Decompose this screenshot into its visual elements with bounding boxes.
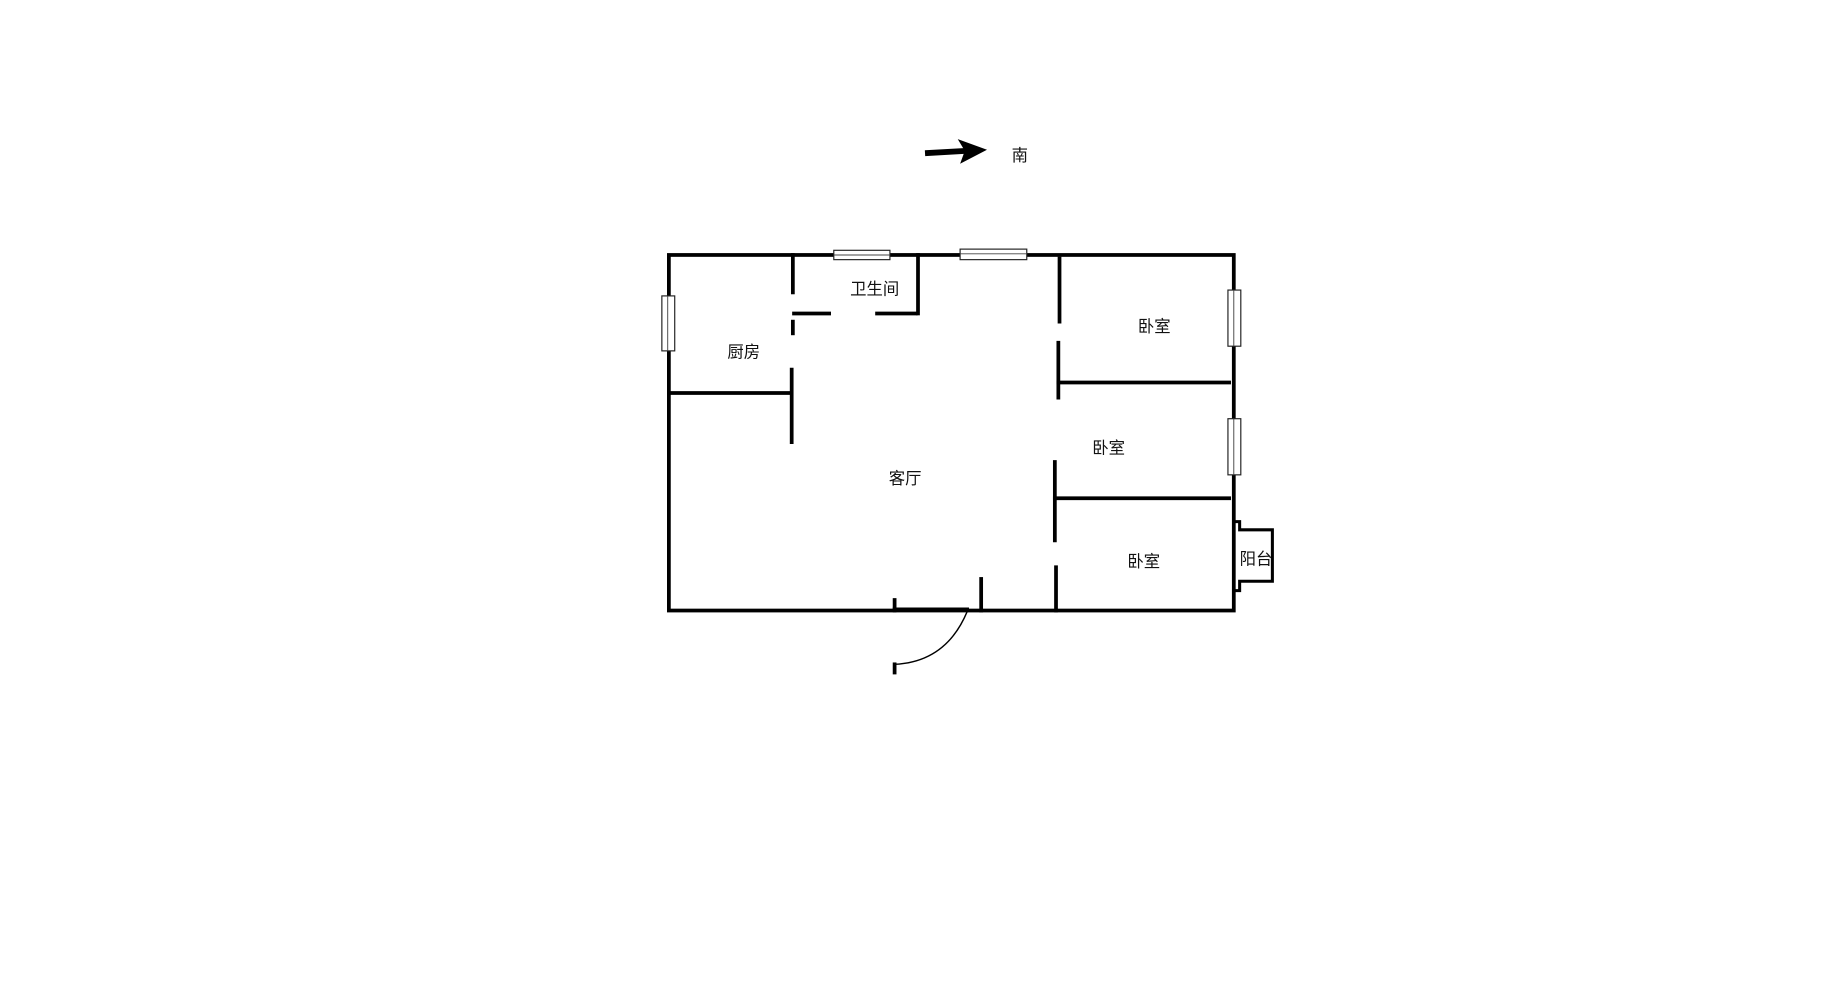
- room-label-bathroom: 卫生间: [850, 280, 899, 299]
- room-label-balcony: 阳台: [1240, 550, 1273, 569]
- balcony-wall: [1232, 520, 1274, 593]
- bedroom-walls: [1052, 256, 1231, 613]
- room-label-bedroom-1: 卧室: [1138, 317, 1171, 336]
- room-label-bedroom-3: 卧室: [1127, 552, 1160, 571]
- south-arrow-icon: [924, 139, 988, 164]
- room-label-kitchen: 厨房: [727, 343, 760, 362]
- window: [959, 248, 1028, 261]
- entrance-door: [892, 577, 984, 675]
- compass-label: 南: [1012, 146, 1028, 165]
- bathroom-walls: [790, 253, 920, 336]
- window: [661, 295, 676, 352]
- window: [1227, 418, 1242, 476]
- window: [1227, 289, 1242, 347]
- room-label-living-room: 客厅: [889, 469, 922, 488]
- kitchen-walls: [667, 367, 794, 444]
- room-label-bedroom-2: 卧室: [1092, 439, 1125, 458]
